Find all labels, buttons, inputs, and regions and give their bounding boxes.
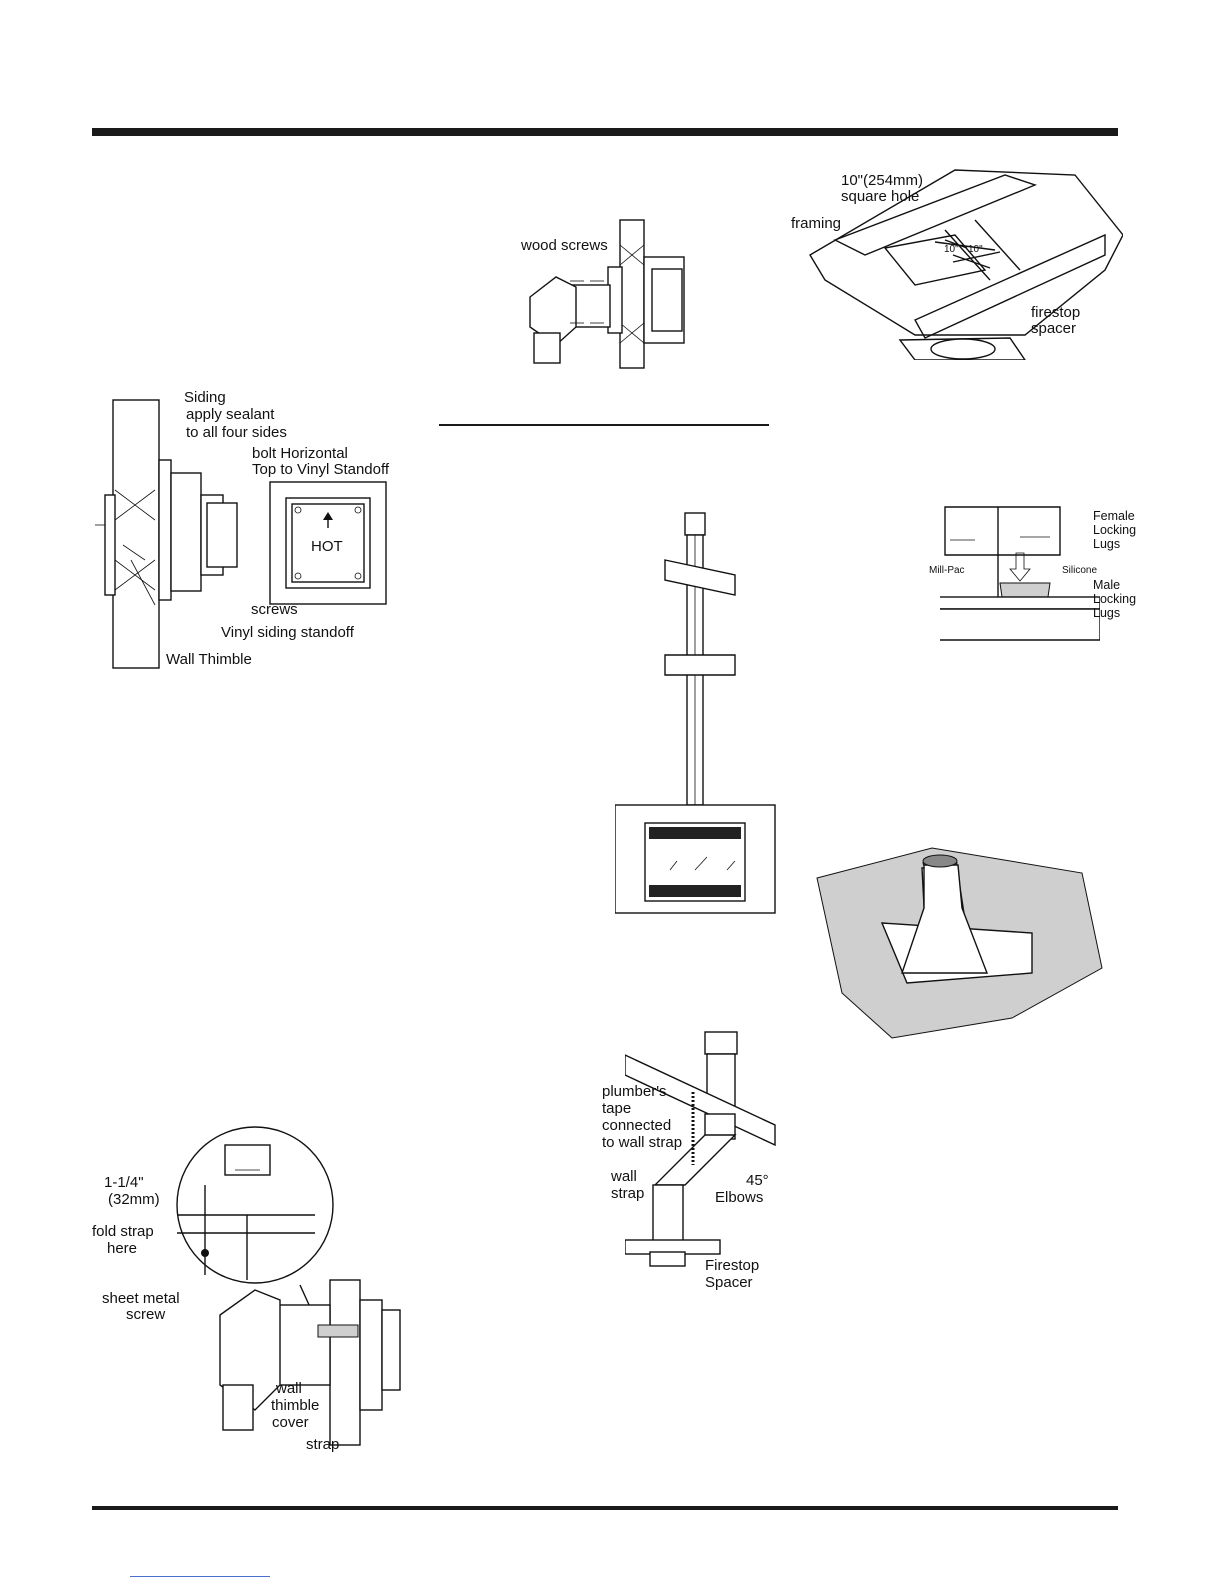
siding-standoff-figure xyxy=(95,395,375,673)
thimble-cover-line1: wall xyxy=(276,1380,302,1397)
framing-label: framing xyxy=(791,215,842,232)
male-lugs-line1: Male xyxy=(1093,578,1121,592)
plumbers-tape-line2: tape xyxy=(602,1100,632,1117)
thimble-cover-line2: thimble xyxy=(271,1397,320,1414)
wall-thimble-label: Wall Thimble xyxy=(166,651,252,668)
hole-size-label: 10"(254mm) xyxy=(841,172,924,189)
siding-label: Siding xyxy=(184,389,226,406)
vinyl-standoff-label: Vinyl siding standoff xyxy=(221,624,354,641)
female-lugs-line1: Female xyxy=(1093,509,1135,523)
screws-label: screws xyxy=(251,601,298,618)
roof-flashing-figure xyxy=(812,843,1107,1043)
sheet-metal-screw-line2: screw xyxy=(126,1306,166,1323)
strap-dim-line2: (32mm) xyxy=(108,1191,160,1208)
dim-b-label: 10" xyxy=(968,244,983,255)
floor-framing-figure xyxy=(805,160,1123,360)
dim-a-label: 10" xyxy=(944,244,959,255)
silicone-tube-label: Silicone xyxy=(1062,565,1098,576)
bolt-label-line1: bolt Horizontal xyxy=(252,445,348,462)
plumbers-tape-line1: plumber's xyxy=(602,1083,667,1100)
offset-vent-figure xyxy=(625,1030,785,1280)
hole-shape-label: square hole xyxy=(841,188,920,205)
wall-strap-line2: strap xyxy=(611,1185,645,1202)
locking-lugs-figure xyxy=(940,505,1100,645)
wall-strap-detail-figure xyxy=(175,1125,410,1450)
male-lugs-line3: Lugs xyxy=(1093,606,1121,620)
footer-rule xyxy=(92,1506,1118,1510)
plumbers-tape-line4: to wall strap xyxy=(602,1134,683,1151)
section-divider xyxy=(439,424,769,426)
male-lugs-line2: Locking xyxy=(1093,592,1137,606)
wall-strap-line1: wall xyxy=(611,1168,637,1185)
elbows-line1: 45° xyxy=(746,1172,769,1189)
millpac-tube-label: Mill-Pac xyxy=(929,565,965,576)
header-rule xyxy=(92,128,1118,136)
hot-standoff-figure xyxy=(268,480,388,606)
footer-link-underline[interactable] xyxy=(130,1576,270,1577)
spacer-label: spacer xyxy=(1031,320,1077,337)
fold-strap-line2: here xyxy=(107,1240,138,1257)
sheet-metal-screw-line1: sheet metal xyxy=(102,1290,180,1307)
elbows-line2: Elbows xyxy=(715,1189,764,1206)
thimble-cover-line3: cover xyxy=(272,1414,309,1431)
sealant-label-line1: apply sealant xyxy=(186,406,275,423)
firestop-spacer-line2: Spacer xyxy=(705,1274,753,1291)
sealant-label-line2: to all four sides xyxy=(186,424,287,441)
wood-screws-figure xyxy=(520,215,700,373)
fold-strap-line1: fold strap xyxy=(92,1223,154,1240)
strap-dim-line1: 1-1/4" xyxy=(104,1174,144,1191)
vertical-vent-fireplace-figure xyxy=(615,505,785,920)
wood-screws-label: wood screws xyxy=(521,237,608,254)
firestop-spacer-line1: Firestop xyxy=(705,1257,760,1274)
hot-label: HOT xyxy=(311,538,343,555)
plumbers-tape-line3: connected xyxy=(602,1117,672,1134)
bolt-label-line2: Top to Vinyl Standoff xyxy=(252,461,390,478)
female-lugs-line2: Locking xyxy=(1093,523,1137,537)
strap-label: strap xyxy=(306,1436,340,1453)
firestop-label: firestop xyxy=(1031,304,1081,321)
female-lugs-line3: Lugs xyxy=(1093,537,1121,551)
